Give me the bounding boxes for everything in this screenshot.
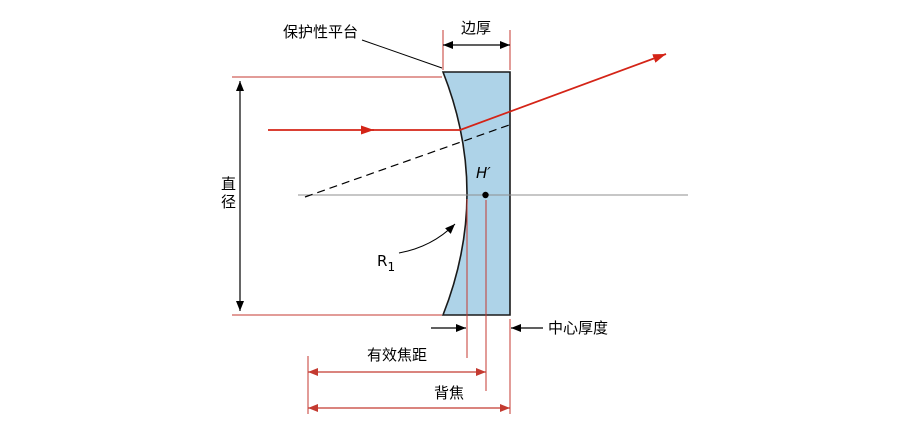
center-thickness-label: 中心厚度	[548, 319, 608, 337]
ray-back-extension	[304, 123, 513, 198]
diameter-label: 直径	[219, 176, 237, 212]
principal-point-label: H′	[476, 164, 491, 182]
refracted-ray	[459, 53, 667, 131]
radius-subscript: 1	[387, 260, 395, 274]
back-focal-length-label: 背焦	[434, 384, 464, 402]
lens-body	[441, 71, 511, 316]
protective-flat-leader	[361, 39, 443, 69]
radius-label: R1	[377, 252, 395, 274]
protective-flat-label: 保护性平台	[283, 23, 358, 41]
radius-symbol: R	[377, 252, 387, 270]
effective-focal-length-label: 有效焦距	[367, 346, 427, 364]
principal-point-marker	[482, 191, 489, 199]
edge-thickness-label: 边厚	[461, 19, 491, 37]
radius-leader	[398, 223, 456, 254]
